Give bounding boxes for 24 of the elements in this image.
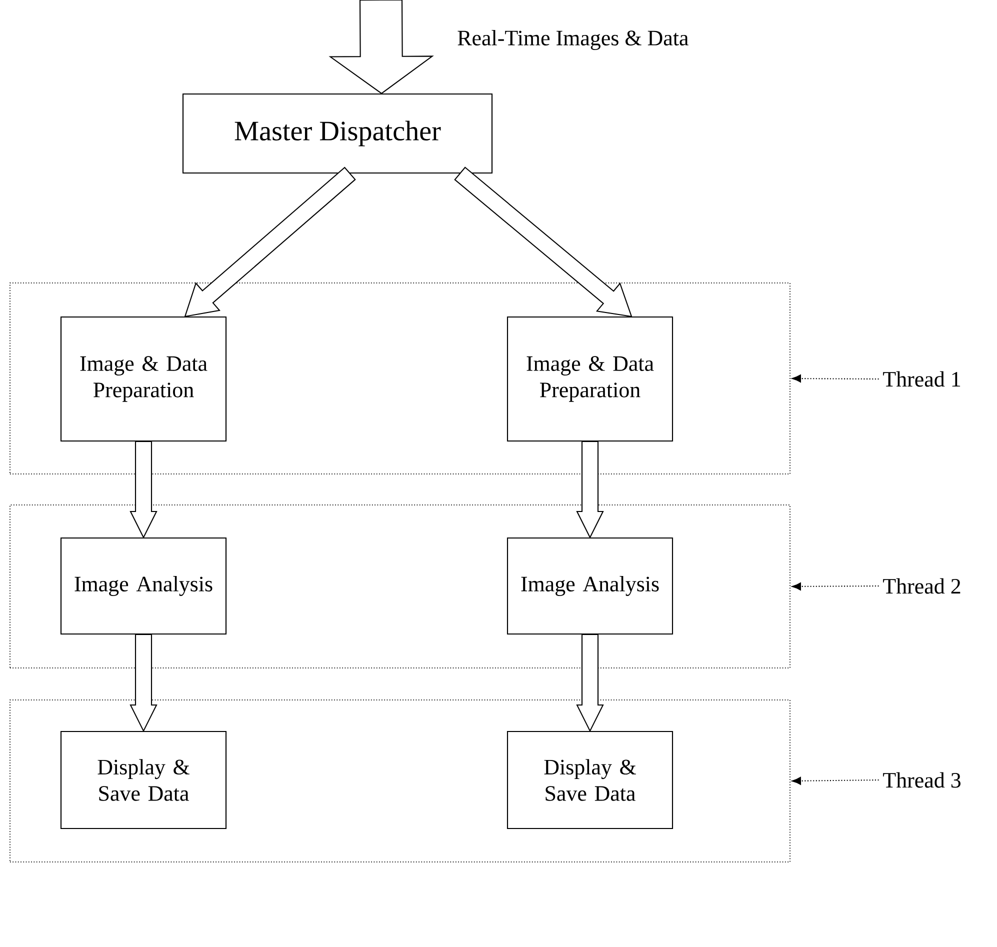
dispatcher-box: Master Dispatcher xyxy=(182,93,493,174)
edge-label: Real-Time Images & Data xyxy=(458,30,688,50)
process-box: Image & Data Preparation xyxy=(60,316,227,442)
block-arrow xyxy=(454,166,632,318)
thread-label: Thread 3 xyxy=(883,772,960,788)
block-arrow xyxy=(130,634,158,732)
block-arrow xyxy=(184,166,356,318)
process-box: Display & Save Data xyxy=(506,730,674,830)
process-box: Display & Save Data xyxy=(60,730,227,830)
arrow xyxy=(792,776,879,785)
block-arrow xyxy=(328,0,434,94)
process-box: Image Analysis xyxy=(506,537,674,635)
thread-band xyxy=(10,282,790,474)
thread-label: Thread 2 xyxy=(883,578,960,594)
thread-label: Thread 1 xyxy=(883,371,960,387)
process-box: Image & Data Preparation xyxy=(506,316,674,442)
thread-band xyxy=(10,504,790,668)
arrow xyxy=(792,374,879,382)
block-arrow xyxy=(576,634,604,732)
thread-band xyxy=(10,700,790,862)
block-arrow xyxy=(576,441,604,539)
process-box: Image Analysis xyxy=(60,537,227,635)
arrow xyxy=(792,582,879,590)
block-arrow xyxy=(130,441,158,539)
